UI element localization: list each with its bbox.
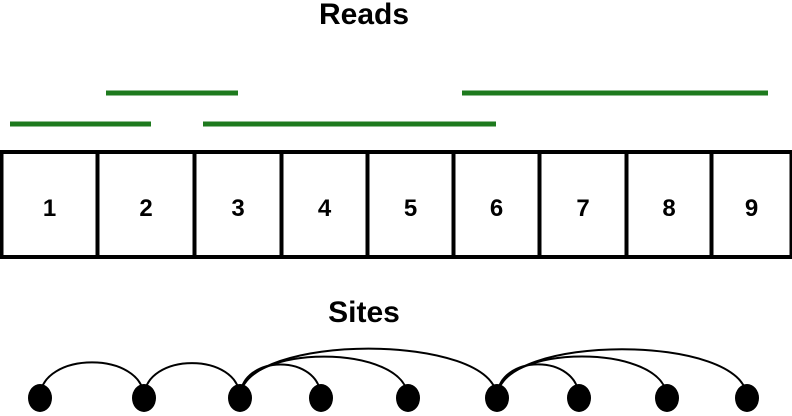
site-node-4 <box>309 384 333 412</box>
site-node-8 <box>655 384 679 412</box>
site-node-6 <box>485 384 509 412</box>
site-node-2 <box>132 384 156 412</box>
position-cell-3 <box>192 150 284 259</box>
site-nodes-group <box>28 384 759 412</box>
site-link-3-6 <box>239 347 498 399</box>
position-cell-2 <box>95 150 197 259</box>
reads-heading: Reads <box>319 0 409 31</box>
site-node-5 <box>396 384 420 412</box>
position-label-6: 6 <box>490 195 503 222</box>
position-label-4: 4 <box>318 195 332 222</box>
position-label-7: 7 <box>576 195 589 222</box>
position-cell-1 <box>0 150 100 259</box>
site-links-group <box>39 347 748 399</box>
position-cell-6 <box>451 150 542 259</box>
site-link-6-7 <box>496 363 580 399</box>
position-row: 1 2 3 4 5 6 7 8 9 <box>0 150 792 259</box>
site-node-7 <box>567 384 591 412</box>
position-label-2: 2 <box>139 195 152 222</box>
reads-group <box>10 90 768 127</box>
site-node-9 <box>735 384 759 412</box>
position-label-9: 9 <box>745 195 758 222</box>
sites-heading: Sites <box>328 296 400 329</box>
site-link-3-4 <box>239 363 322 399</box>
position-label-1: 1 <box>43 195 56 222</box>
site-link-2-3 <box>143 362 241 399</box>
position-label-5: 5 <box>404 195 417 222</box>
site-node-1 <box>28 384 52 412</box>
site-node-3 <box>228 384 252 412</box>
position-cell-4 <box>279 150 370 259</box>
position-label-3: 3 <box>231 195 244 222</box>
site-link-1-2 <box>39 361 145 399</box>
site-link-6-9 <box>496 348 748 399</box>
position-label-8: 8 <box>662 195 675 222</box>
